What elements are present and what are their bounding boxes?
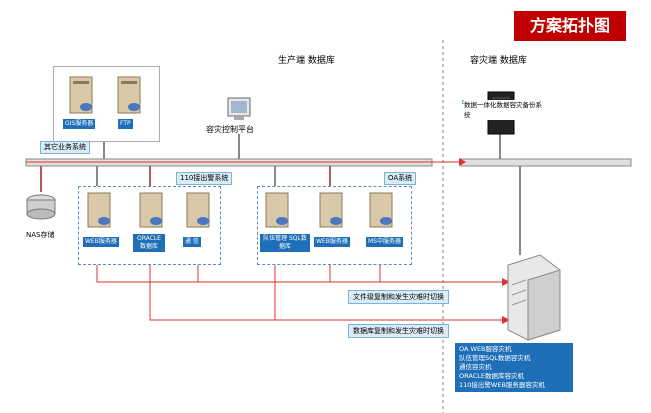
page-title: 方案拓扑图 — [514, 11, 626, 41]
oa-web-server-label: WEB服务器 — [314, 237, 350, 247]
server-icon — [87, 192, 111, 228]
dr-bus — [460, 158, 632, 167]
oracle-db-label: ORACLE 数据库 — [133, 234, 165, 252]
group-oa: 队伍管理 SQL数据库 WEB服务器 MS中服务器 — [257, 186, 412, 265]
dr-tower-icon — [507, 254, 561, 341]
group-110-caption: 110接出警系统 — [176, 172, 233, 185]
server-icon — [69, 76, 93, 114]
nas-storage-label: NAS存储 — [26, 231, 55, 239]
dr-list-item: 通信容灾机 — [459, 363, 492, 371]
disaster-zone-label: 容灾端 数据库 — [470, 56, 527, 66]
server-icon — [265, 192, 289, 228]
group-110: WEB服务器 ORACLE 数据库 通 信 — [78, 186, 221, 265]
web-server-label: WEB服务器 — [83, 237, 119, 247]
server-icon — [186, 192, 210, 228]
ms-server-label: MS中服务器 — [366, 237, 403, 247]
control-platform-label: 容灾控制平台 — [206, 125, 254, 134]
monitor-icon — [227, 97, 251, 120]
comm-label: 通 信 — [183, 237, 201, 247]
group-oa-caption: OA系统 — [384, 172, 417, 185]
server-icon — [117, 76, 141, 114]
nas-storage-icon — [26, 194, 56, 220]
dr-list-item: ORACLE数据库容灾机 — [459, 372, 524, 380]
file-replication-label: 文件级复制和发生灾难时切换 — [348, 290, 449, 304]
db-replication-label: 数据库复制和发生灾难时切换 — [348, 324, 449, 338]
dr-machine-list: OA WEB服容灾机 队伍管理SQL数据容灾机 通信容灾机 ORACLE数据库容… — [455, 343, 573, 392]
other-systems-group: GIS服务器 FTP — [53, 66, 160, 142]
gis-server-label: GIS服务器 — [63, 119, 96, 129]
dr-list-item: 110接出警WEB服务器容灾机 — [459, 381, 545, 389]
dr-list-item: OA WEB服容灾机 — [459, 345, 512, 353]
dr-list-item: 队伍管理SQL数据容灾机 — [459, 354, 531, 362]
other-systems-caption: 其它业务系统 — [40, 141, 90, 154]
production-zone-label: 生产端 数据库 — [278, 56, 335, 66]
dr-system-label: 数据一体化数据容灾备份系统 — [464, 100, 544, 120]
ftp-label: FTP — [118, 119, 133, 129]
server-icon — [319, 192, 343, 228]
server-icon — [369, 192, 393, 228]
sql-db-label: 队伍管理 SQL数据库 — [260, 234, 310, 252]
server-icon — [139, 192, 163, 228]
